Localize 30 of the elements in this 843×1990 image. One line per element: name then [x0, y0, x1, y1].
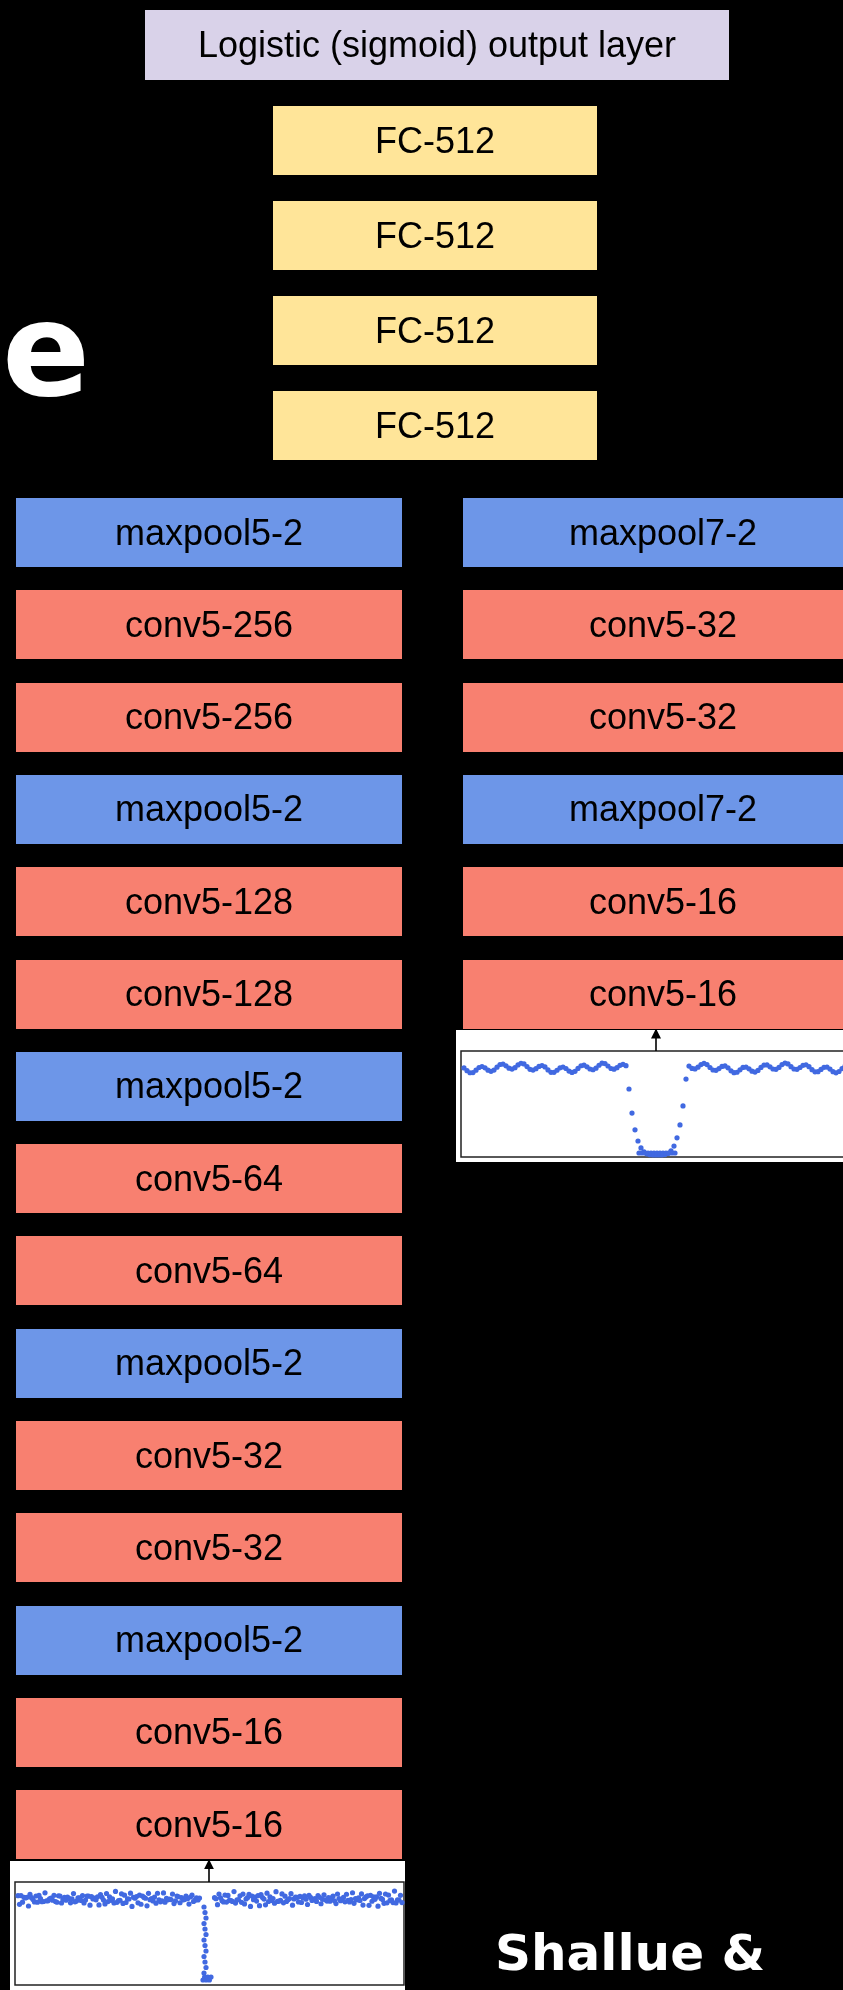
convolution-layer-box: conv5-32 — [463, 590, 843, 660]
convolution-layer-box: conv5-16 — [463, 867, 843, 937]
author-credit: Shallue & — [495, 1928, 766, 1978]
dense-layer-box: FC-512 — [273, 296, 597, 365]
convolution-layer-box: conv5-64 — [16, 1144, 402, 1214]
title-fragment: e — [2, 285, 91, 415]
pooling-layer-box: maxpool5-2 — [16, 1605, 402, 1675]
convolution-layer-box: conv5-16 — [16, 1790, 402, 1860]
pooling-layer-box: maxpool5-2 — [16, 774, 402, 844]
convolution-layer-box: conv5-128 — [16, 867, 402, 937]
convolution-layer-box: conv5-64 — [16, 1236, 402, 1306]
dense-layer-box: FC-512 — [273, 201, 597, 270]
pooling-layer-box: maxpool5-2 — [16, 1051, 402, 1121]
pooling-layer-box: maxpool5-2 — [16, 1328, 402, 1398]
convolution-layer-box: conv5-16 — [463, 959, 843, 1029]
convolution-layer-box: conv5-16 — [16, 1697, 402, 1767]
pooling-layer-box: maxpool5-2 — [16, 498, 402, 567]
convolution-layer-box: conv5-32 — [463, 682, 843, 752]
output-layer-box: Logistic (sigmoid) output layer — [145, 10, 729, 80]
arrow — [204, 1859, 214, 1883]
arrow — [651, 1028, 661, 1052]
dense-layer-box: FC-512 — [273, 106, 597, 175]
convolution-layer-box: conv5-256 — [16, 590, 402, 660]
pooling-layer-box: maxpool7-2 — [463, 498, 843, 567]
convolution-layer-box: conv5-32 — [16, 1421, 402, 1490]
dense-layer-box: FC-512 — [273, 391, 597, 460]
pooling-layer-box: maxpool7-2 — [463, 774, 843, 844]
convolution-layer-box: conv5-128 — [16, 959, 402, 1029]
convolution-layer-box: conv5-256 — [16, 682, 402, 752]
convolution-layer-box: conv5-32 — [16, 1513, 402, 1583]
